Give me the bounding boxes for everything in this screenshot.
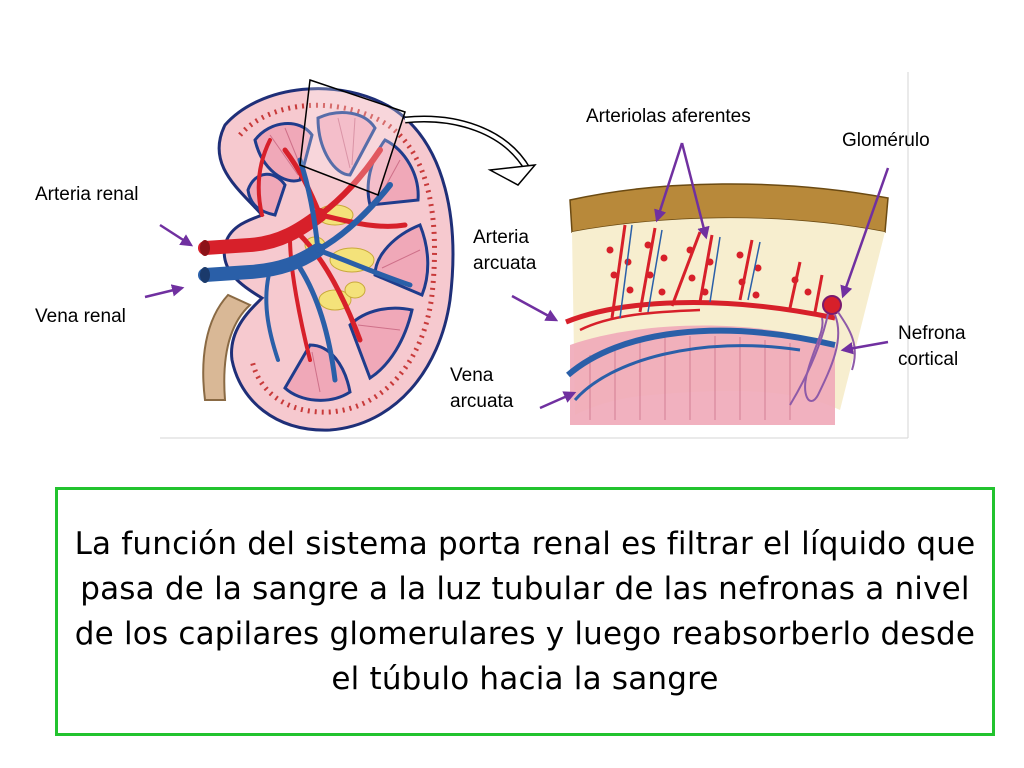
label-vena-arcuata-line2: arcuata — [450, 391, 514, 412]
arrow-arteriolas-aferentes-1 — [654, 142, 684, 223]
label-arteria-arcuata: Arteria arcuata — [473, 225, 536, 277]
illustration-frame — [160, 72, 909, 439]
cortex-section-illustration — [565, 183, 889, 425]
label-nefrona-cortical-line2: cortical — [898, 349, 959, 370]
label-arteria-arcuata-line1: Arteria — [473, 227, 529, 248]
label-vena-arcuata: Vena arcuata — [450, 363, 513, 415]
arrow-nefrona-cortical — [840, 340, 889, 355]
label-arrows — [144, 142, 890, 410]
arrow-vena-renal — [144, 284, 185, 299]
label-nefrona-cortical-line1: Nefrona — [898, 323, 966, 344]
label-arteria-renal: Arteria renal — [35, 184, 139, 205]
summary-text: La función del sistema porta renal es fi… — [74, 525, 976, 697]
label-arteriolas-aferentes: Arteriolas aferentes — [586, 106, 751, 127]
label-glomerulo: Glomérulo — [842, 130, 930, 151]
summary-box: La función del sistema porta renal es fi… — [55, 487, 995, 736]
magnification-callout — [299, 78, 537, 196]
label-vena-arcuata-line1: Vena — [450, 365, 494, 386]
label-nefrona-cortical: Nefrona cortical — [898, 321, 966, 373]
arrow-arteria-renal — [159, 223, 194, 247]
arrow-arteriolas-aferentes-2 — [680, 142, 710, 240]
label-arteria-arcuata-line2: arcuata — [473, 253, 537, 274]
kidney-illustration — [198, 87, 455, 432]
arrow-arteria-arcuata — [511, 294, 559, 322]
arrow-vena-arcuata — [539, 391, 577, 410]
label-vena-renal: Vena renal — [35, 306, 126, 327]
arrow-glomerulo — [840, 167, 890, 299]
